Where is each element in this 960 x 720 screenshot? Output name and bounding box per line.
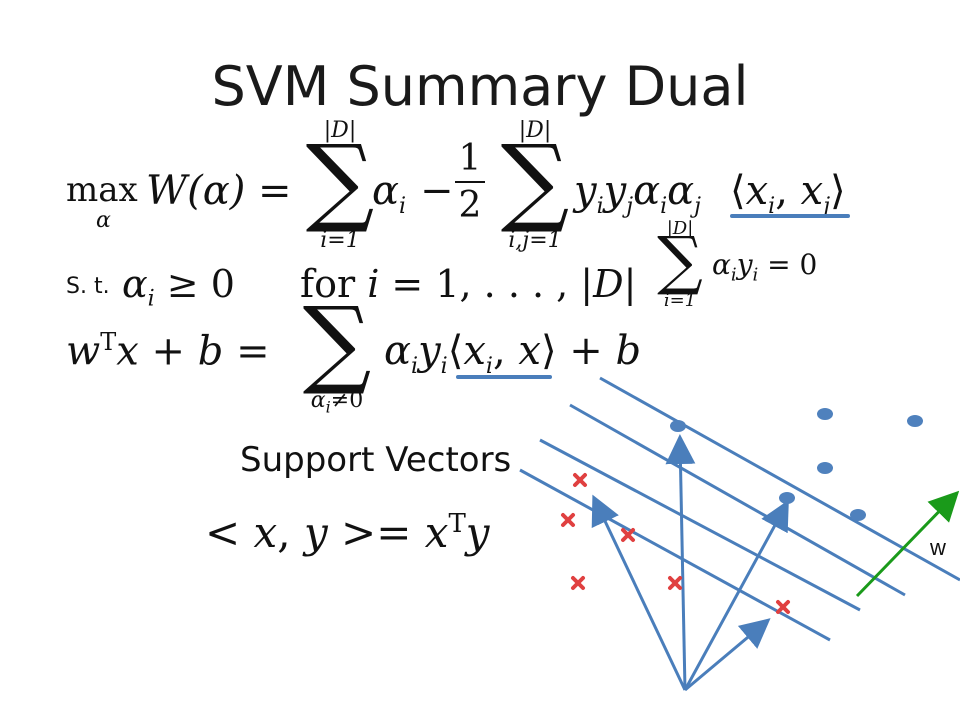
objective-max-sub: α: [96, 208, 111, 233]
margin-line-lower: [539, 438, 861, 612]
st-label: S. t.: [66, 274, 110, 299]
sum1-lower-limit: i=1: [320, 228, 360, 253]
constraint-sum-lower: i=1: [663, 290, 697, 311]
w-vector: [855, 490, 960, 598]
fraction: 1 2: [455, 138, 485, 226]
objective-term2: yiyjαiαj: [574, 168, 701, 219]
kernel-expression: < x, y >= xTy: [205, 508, 490, 557]
sum2-upper-limit: |D|: [518, 118, 552, 143]
vector-to-left-sv: [591, 494, 687, 691]
negative-point: [573, 473, 587, 487]
vector-to-top-sv: [665, 434, 696, 691]
objective-term1: αi: [372, 168, 407, 219]
negative-point: [776, 600, 790, 614]
negative-point: [561, 513, 575, 527]
vector-to-right-sv: [683, 499, 789, 691]
sum1-symbol: ∑: [305, 124, 375, 236]
decision-sum-bottom: αi≠0: [310, 388, 364, 417]
positive-point: [817, 408, 833, 420]
objective-max: max: [66, 170, 138, 210]
minus-sign: −: [420, 168, 454, 214]
positive-point: [670, 420, 686, 432]
y-term: y: [574, 168, 597, 214]
w-label: w: [930, 535, 946, 560]
constraint-sum-top: |D|: [655, 218, 705, 239]
constraint-sum-bottom: i=1: [650, 290, 710, 311]
negative-point: [668, 576, 682, 590]
objective-inner-product: ⟨xi, xj⟩: [730, 168, 846, 219]
max-operator: max: [66, 170, 138, 210]
objective-minus: −: [420, 168, 454, 214]
constraint-sum-symbol: ∑: [657, 224, 703, 298]
fraction-numerator: 1: [458, 138, 482, 179]
sum1-bottom: i=1: [300, 228, 380, 253]
slide-title: SVM Summary Dual: [211, 55, 749, 118]
decision-sum-symbol: ∑: [302, 286, 372, 398]
alpha-i-term: α: [372, 168, 400, 214]
constraint-alpha: αi ≥ 0: [122, 262, 235, 312]
fraction-denominator: 2: [458, 185, 482, 226]
sum2-bottom: i,j=1: [485, 228, 585, 253]
negative-point: [571, 576, 585, 590]
decision-lhs: wTx + b =: [66, 328, 270, 375]
sum2-top: |D|: [500, 118, 570, 143]
constraint-sum-expr: αiyi = 0: [712, 248, 818, 286]
objective-w-alpha: W(α) =: [146, 168, 292, 214]
positive-point: [907, 415, 923, 427]
sum2-lower-limit: i,j=1: [508, 228, 562, 253]
sum1-upper-limit: |D|: [323, 118, 357, 143]
margin-line-upper: [569, 403, 906, 597]
constraint-sum-upper: |D|: [666, 218, 694, 239]
constraint-for: for i = 1, . . . , |D|: [300, 262, 637, 306]
objective-lhs: W(α) =: [146, 168, 292, 214]
positive-point: [850, 509, 866, 521]
sum1-top: |D|: [310, 118, 370, 143]
margin-line-top: [599, 376, 960, 582]
support-vectors-label: Support Vectors: [240, 440, 512, 480]
positive-point: [779, 492, 795, 504]
sum2-symbol: ∑: [500, 124, 570, 236]
negative-point: [621, 528, 635, 542]
vector-to-lower-sv: [684, 618, 771, 692]
decision-rhs: αiyi⟨xi, x⟩ + b: [384, 328, 642, 379]
max-subscript-alpha: α: [96, 208, 111, 233]
positive-point: [817, 462, 833, 474]
